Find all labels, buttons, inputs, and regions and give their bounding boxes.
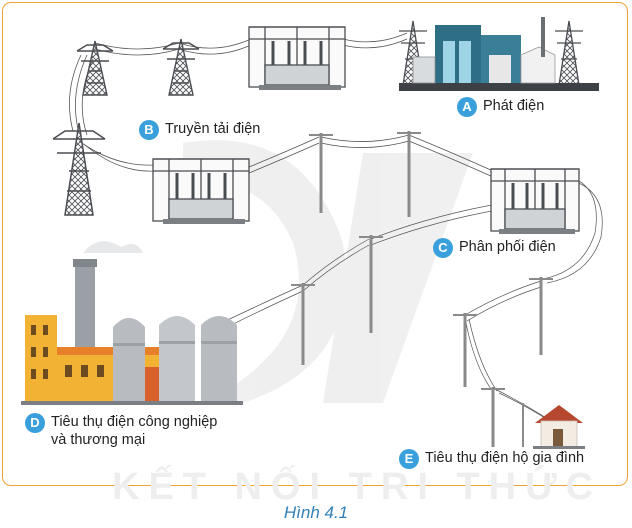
substation-middle [152,158,250,224]
badge-b: B [139,120,159,140]
utility-poles [291,131,553,447]
diagram-frame: A Phát điện B Truyền tải điện C Phân phố… [2,2,628,486]
transmission-tower-2 [162,38,200,96]
factory-complex [21,241,243,405]
label-household-text: Tiêu thụ điện hộ gia đình [425,450,585,466]
publisher-watermark: KẾT NỐI TRI THỨC [112,466,603,508]
label-distribution: C Phân phối điện [433,238,556,258]
substation-right [490,168,580,234]
figure-caption: Hình 4.1 [283,503,349,522]
badge-e: E [399,449,419,469]
house [533,405,585,449]
label-household-consumption: E Tiêu thụ điện hộ gia đình [399,449,584,469]
transmission-tower-5 [555,20,583,86]
transmission-tower-3 [52,122,106,216]
label-distribution-text: Phân phối điện [459,239,556,255]
power-plant [399,17,599,91]
label-industrial-consumption: D Tiêu thụ điện công nghiệp và thương mạ… [25,413,217,449]
background-watermark-shape [183,140,473,403]
distribution-wires [212,174,603,424]
label-generation: A Phát điện [457,97,544,117]
label-industrial-line2: và thương mại [51,432,146,448]
label-generation-text: Phát điện [483,98,545,114]
substation-top [248,26,346,90]
label-transmission: B Truyền tải điện [139,120,260,140]
label-industrial-line1: Tiêu thụ điện công nghiệp [51,414,218,430]
label-transmission-text: Truyền tải điện [165,121,261,137]
badge-d: D [25,413,45,433]
power-system-illustration [21,17,603,449]
badge-a: A [457,97,477,117]
transmission-tower-1 [76,40,114,96]
badge-c: C [433,238,453,258]
